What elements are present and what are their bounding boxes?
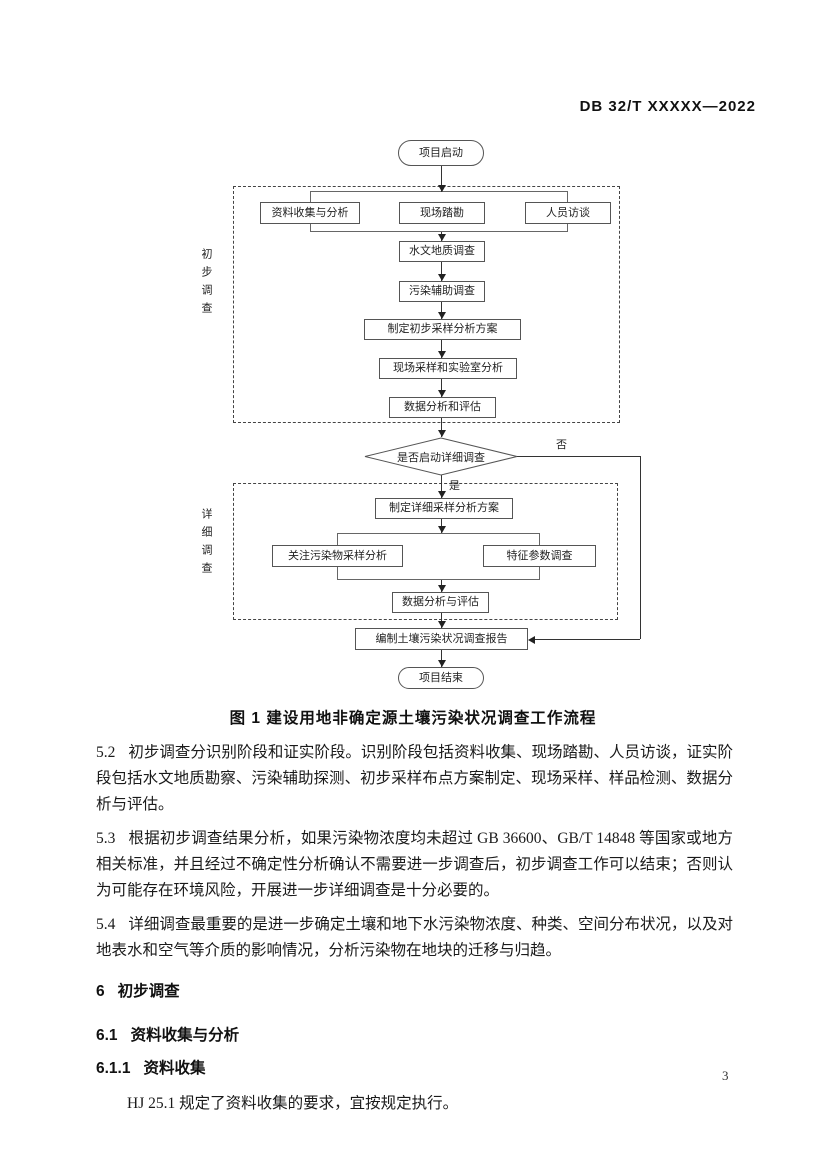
- node-field-sampling: 现场采样和实验室分析: [379, 358, 517, 379]
- flow-arrow: [438, 418, 446, 437]
- paragraph-number: 5.2: [96, 744, 116, 761]
- decision-diamond-shape: [364, 437, 518, 476]
- hj-requirement-paragraph: HJ 25.1 规定了资料收集的要求，宜按规定执行。: [127, 1095, 459, 1112]
- heading-6-1: 6.1 资料收集与分析: [96, 1026, 733, 1046]
- flow-arrow: [438, 650, 446, 667]
- preliminary-stage-boundary: [233, 186, 620, 423]
- node-data-collection: 资料收集与分析: [260, 202, 360, 224]
- stage-label-preliminary: 初步调查: [200, 248, 212, 320]
- node-preliminary-plan: 制定初步采样分析方案: [364, 319, 521, 340]
- yes-label: 是: [449, 480, 460, 492]
- workflow-flowchart: 初步调查 详细调查 否 是 项目启动 资料收集与分析 现场踏勘 人员访谈 水文地…: [200, 140, 641, 689]
- heading-title: 资料收集与分析: [130, 1027, 240, 1044]
- heading-6-1-1: 6.1.1 资料收集: [96, 1059, 733, 1079]
- figure-caption: 图 1 建设用地非确定源土壤污染状况调查工作流程: [229, 710, 597, 727]
- node-report: 编制土壤污染状况调查报告: [355, 628, 528, 650]
- flow-arrow: [438, 232, 446, 241]
- node-site-survey: 现场踏勘: [399, 202, 485, 224]
- heading-number: 6.1: [96, 1027, 118, 1044]
- node-detailed-plan: 制定详细采样分析方案: [375, 498, 513, 519]
- paragraph-text: 详细调查最重要的是进一步确定土壤和地下水污染物浓度、种类、空间分布状况，以及对地…: [96, 916, 733, 959]
- no-label: 否: [556, 439, 567, 451]
- no-branch-line: [517, 456, 640, 457]
- no-branch-arrow: [528, 636, 640, 644]
- node-data-analysis-1: 数据分析和评估: [389, 397, 496, 418]
- flow-arrow: [438, 613, 446, 628]
- node-interviews: 人员访谈: [525, 202, 611, 224]
- heading-number: 6: [96, 983, 105, 1000]
- heading-number: 6.1.1: [96, 1060, 131, 1077]
- heading-title: 初步调查: [117, 983, 180, 1000]
- node-pollutant-sampling: 关注污染物采样分析: [272, 545, 403, 567]
- node-end: 项目结束: [398, 667, 484, 689]
- flow-arrow: [438, 379, 446, 397]
- flow-arrow: [438, 519, 446, 533]
- node-data-analysis-2: 数据分析与评估: [392, 592, 489, 613]
- detailed-stage-boundary: [233, 483, 618, 620]
- paragraph-number: 5.3: [96, 830, 116, 847]
- node-decision: 是否启动详细调查: [397, 451, 485, 464]
- paragraph-number: 5.4: [96, 916, 116, 933]
- no-branch-line: [640, 456, 641, 639]
- paragraph-text: 根据初步调查结果分析，如果污染物浓度均未超过 GB 36600、GB/T 148…: [96, 830, 733, 899]
- flow-arrow: [438, 340, 446, 358]
- flow-arrow: [438, 262, 446, 281]
- node-start: 项目启动: [398, 140, 484, 166]
- node-pollution-aux: 污染辅助调查: [399, 281, 485, 302]
- node-characteristic-params: 特征参数调查: [483, 545, 596, 567]
- flow-arrow: [438, 580, 446, 592]
- flow-arrow: [438, 166, 446, 192]
- flow-arrow-yes: [438, 475, 446, 498]
- heading-title: 资料收集: [143, 1060, 206, 1077]
- paragraph-text: 初步调查分识别阶段和证实阶段。识别阶段包括资料收集、现场踏勘、人员访谈，证实阶段…: [96, 744, 733, 813]
- stage-label-detailed: 详细调查: [200, 508, 212, 580]
- heading-6: 6 初步调查: [96, 982, 733, 1002]
- document-code: DB 32/T XXXXX—2022: [579, 98, 756, 115]
- node-hydrogeology: 水文地质调查: [399, 241, 485, 262]
- page-number: 3: [722, 1068, 729, 1083]
- flow-arrow: [438, 302, 446, 319]
